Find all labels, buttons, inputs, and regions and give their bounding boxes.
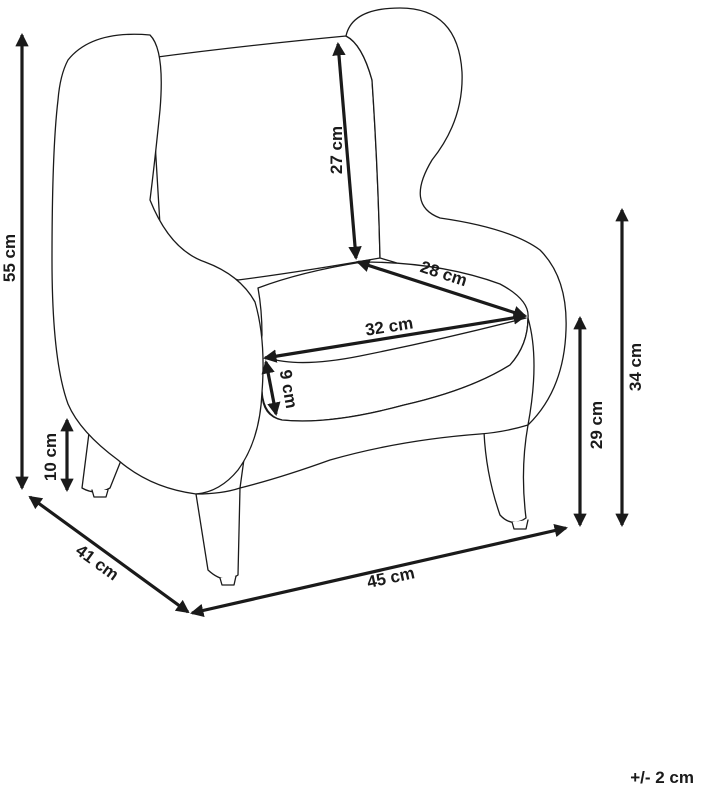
cushion-thickness-arrow	[261, 360, 281, 416]
back-left-glide	[91, 489, 109, 498]
total-height-label: 55 cm	[0, 234, 19, 282]
backrest-height-label: 27 cm	[327, 126, 346, 174]
width-label: 45 cm	[365, 563, 416, 592]
armchair-drawing	[51, 7, 567, 586]
seat-depth-arrow	[356, 259, 527, 319]
leg-height-label: 10 cm	[41, 433, 60, 481]
back-right-leg	[483, 424, 529, 523]
armrest-height-label: 34 cm	[626, 343, 645, 391]
seat-width-arrow	[263, 311, 527, 363]
seat-height-label: 29 cm	[587, 401, 606, 449]
front-frame	[239, 317, 535, 489]
tolerance-note: +/- 2 cm	[630, 768, 694, 787]
width-arrow	[190, 523, 568, 618]
dimension-lines	[15, 32, 629, 618]
left-wing-armrest	[51, 33, 264, 495]
backrest-height-arrow	[332, 41, 362, 261]
front-left-leg	[195, 487, 241, 580]
depth-arrow	[28, 495, 190, 614]
